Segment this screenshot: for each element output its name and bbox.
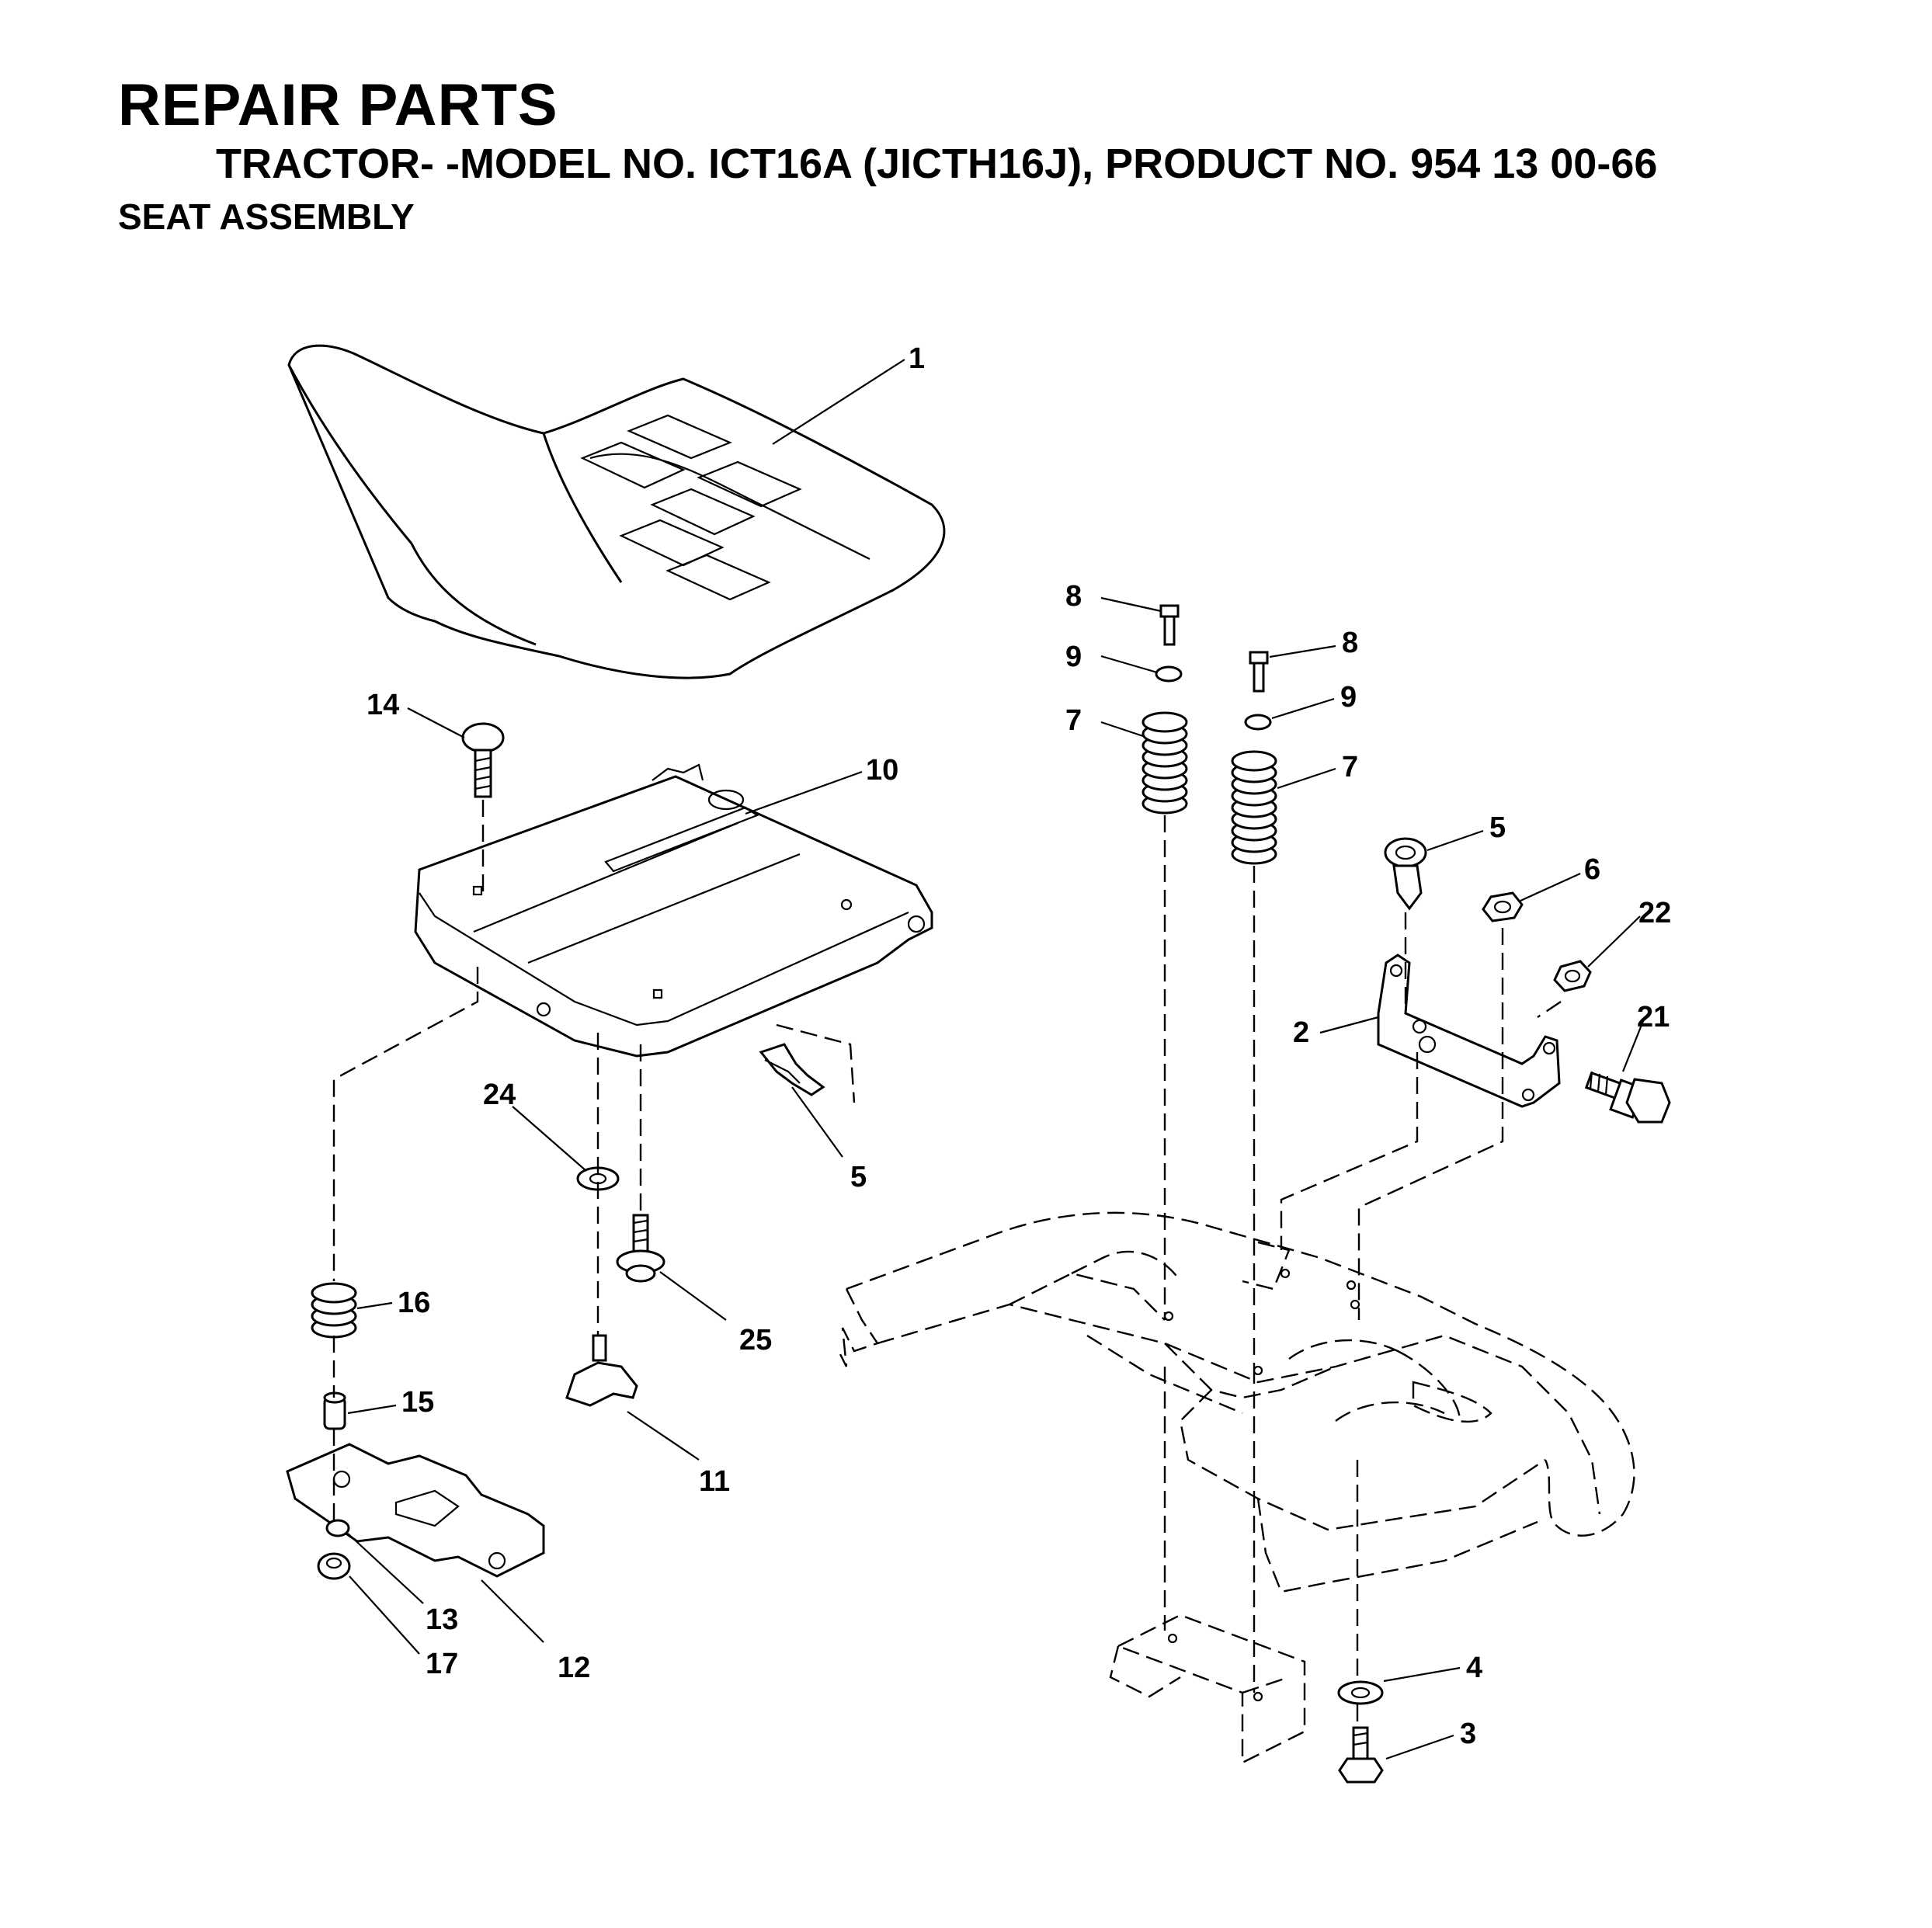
flat-washer-part: [1337, 1680, 1384, 1705]
clip-part: [759, 1043, 825, 1096]
hinge-clip-part: [1384, 837, 1427, 911]
callout-7-right: 7: [1342, 751, 1358, 783]
callout-12: 12: [558, 1652, 590, 1684]
locknut-part: [1553, 960, 1592, 992]
callout-24: 24: [483, 1079, 516, 1111]
callout-1: 1: [909, 342, 925, 375]
callout-25: 25: [739, 1324, 772, 1357]
callout-14: 14: [367, 689, 399, 721]
shoulder-bolt-part: [616, 1214, 665, 1283]
model-line: TRACTOR- -MODEL NO. ICT16A (JICTH16J), P…: [216, 141, 1658, 187]
slide-bracket-part: [286, 1443, 545, 1578]
callout-11: 11: [699, 1465, 730, 1498]
callout-17: 17: [426, 1648, 458, 1680]
callout-15: 15: [401, 1386, 434, 1419]
spring-part: [311, 1282, 357, 1339]
seat-part: [287, 344, 946, 679]
bolt-left-part: [1159, 604, 1180, 646]
shoulder-screw-part: [1584, 1071, 1671, 1124]
callout-5-left: 5: [850, 1161, 867, 1193]
hex-nut-part: [1482, 891, 1524, 922]
nut-part: [325, 1519, 350, 1537]
callout-22: 22: [1638, 897, 1671, 929]
callout-3: 3: [1460, 1718, 1476, 1750]
leader-lines: [347, 359, 1646, 1760]
callout-labels: 1 10 14 16 15 24 25 11 5 12 13 17 8 9 7 …: [367, 342, 1671, 1750]
callout-6: 6: [1584, 853, 1600, 886]
page-title: REPAIR PARTS: [118, 72, 558, 138]
callout-21: 21: [1637, 1001, 1670, 1033]
spacer-part: [323, 1391, 346, 1430]
carriage-bolt-part: [461, 722, 505, 798]
lock-washer-left-part: [1155, 665, 1183, 683]
hex-bolt-part: [1338, 1726, 1384, 1784]
callout-9-right: 9: [1340, 681, 1357, 714]
callout-8-right: 8: [1342, 627, 1358, 659]
coil-spring-right-part: [1231, 750, 1277, 865]
coil-spring-left-part: [1141, 711, 1188, 815]
callout-5-right: 5: [1489, 811, 1506, 844]
callout-4: 4: [1466, 1652, 1482, 1684]
fender-outline: [837, 1211, 1635, 1593]
seat-pan-part: [414, 763, 933, 1058]
lower-mount-bracket-outline: [1109, 1614, 1306, 1764]
callout-7-left: 7: [1065, 704, 1082, 737]
flange-nut-part: [317, 1552, 351, 1580]
section-title: SEAT ASSEMBLY: [118, 196, 415, 237]
callout-8-left: 8: [1065, 580, 1082, 613]
bolt-right-part: [1249, 651, 1269, 693]
callout-10: 10: [866, 754, 898, 787]
callout-9-left: 9: [1065, 641, 1082, 673]
callout-16: 16: [398, 1287, 430, 1319]
lock-washer-right-part: [1244, 714, 1272, 731]
callout-13: 13: [426, 1603, 458, 1636]
assembly-guide-lines: [332, 800, 1562, 1728]
seat-hinge-bracket-part: [1377, 954, 1561, 1108]
page-header: REPAIR PARTS TRACTOR- -MODEL NO. ICT16A …: [0, 0, 1932, 248]
callout-2: 2: [1293, 1016, 1309, 1049]
knob-part: [565, 1334, 638, 1407]
